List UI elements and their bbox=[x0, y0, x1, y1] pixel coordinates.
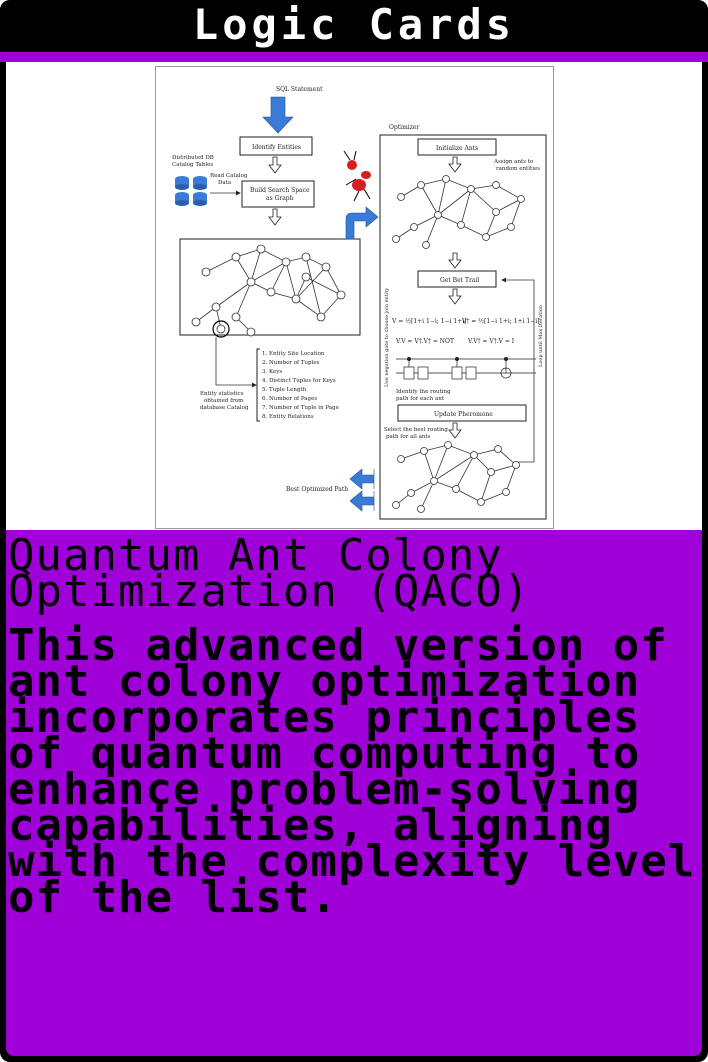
initialize-ants-label: Initialize Ants bbox=[436, 145, 478, 152]
entity-stats-label-2: obtained from bbox=[204, 398, 244, 404]
down-arrow-icon bbox=[448, 288, 462, 305]
bracket bbox=[256, 348, 260, 422]
read-catalog-label-1: Read Catalog bbox=[210, 173, 248, 179]
final-graph-nodes bbox=[392, 441, 520, 513]
card-header: Logic Cards bbox=[0, 0, 708, 52]
assign-ants-label-1: Assign ants to bbox=[493, 159, 534, 165]
get-best-trail-label: Get Bet Trail bbox=[440, 277, 479, 284]
blue-left-arrow-icon bbox=[349, 468, 375, 490]
initialize-ants-box bbox=[417, 138, 497, 156]
description-panel bbox=[6, 530, 702, 1056]
card-description: This advanced version of ant colony opti… bbox=[8, 620, 696, 923]
identify-entities-box bbox=[239, 136, 313, 156]
select-best-label-2: path for all ants bbox=[386, 434, 431, 440]
best-optimized-path-label: Best Optimized Path bbox=[286, 486, 348, 493]
ant-icon bbox=[343, 150, 371, 202]
assign-ants-label-2: random entities bbox=[496, 166, 540, 172]
stats-item: 5. Tuple Length bbox=[262, 387, 307, 393]
down-arrow-icon bbox=[448, 422, 462, 439]
diagram-figure: SQL Statement Identify Entities Distribu… bbox=[155, 66, 554, 529]
gate-equation-right: V.V† = V†.V = I bbox=[467, 338, 515, 345]
update-pheromone-box bbox=[397, 404, 527, 422]
blue-right-arrow-icon bbox=[345, 206, 379, 240]
quantum-circuit-icons bbox=[396, 357, 536, 380]
identify-routing-label-2: path for each ant bbox=[396, 396, 445, 402]
stats-item: 4. Distinct Tuples for Keys bbox=[262, 378, 336, 384]
stats-item: 6. Number of Pages bbox=[262, 396, 317, 402]
matrix-v: V = ½[1+i 1−i; 1−i 1+i] bbox=[391, 318, 466, 325]
matrix-v-dagger: V† = ½[1−i 1+i; 1+i 1−i] bbox=[461, 318, 539, 325]
header-title: Logic Cards bbox=[192, 0, 516, 49]
build-search-label-1: Build Search Space bbox=[250, 187, 310, 194]
loop-arrow bbox=[501, 277, 535, 463]
stats-item: 2. Number of Tuples bbox=[262, 360, 320, 366]
stats-item: 3. Keys bbox=[262, 369, 282, 375]
graph-nodes bbox=[191, 244, 346, 337]
qaco-flow-diagram: SQL Statement Identify Entities Distribu… bbox=[172, 86, 547, 520]
database-cylinders-icon bbox=[175, 176, 207, 206]
get-best-trail-box bbox=[417, 270, 497, 288]
optimizer-label: Optimizer bbox=[389, 124, 419, 131]
select-best-label-1: Select the best routing bbox=[384, 427, 448, 433]
entity-stats-label-3: database Catalog bbox=[200, 405, 249, 411]
distributed-db-label-1: Distributed DB bbox=[172, 155, 214, 161]
down-arrow-icon bbox=[268, 156, 282, 174]
down-arrow-icon bbox=[448, 156, 462, 173]
update-pheromone-label: Update Pheromone bbox=[434, 411, 493, 418]
card-title: Quantum Ant Colony Optimization (QACO) bbox=[8, 530, 531, 617]
stats-item: 1. Entity Site Location bbox=[262, 351, 325, 357]
blue-left-arrow-icon bbox=[349, 490, 375, 512]
optimizer-panel bbox=[379, 134, 547, 520]
search-space-graph bbox=[179, 238, 361, 336]
accent-band bbox=[0, 52, 708, 62]
gate-equation-left: V.V = V†.V† = NOT bbox=[395, 338, 454, 345]
stats-item: 7. Number of Tuple in Page bbox=[262, 405, 339, 411]
stats-item: 8. Entity Relations bbox=[262, 414, 314, 420]
optimizer-graph-nodes bbox=[392, 175, 525, 249]
build-search-label-2: as Graph bbox=[266, 195, 294, 202]
down-arrow-icon bbox=[448, 252, 462, 269]
blue-down-arrow-icon bbox=[262, 96, 294, 134]
entity-stats-label-1: Entity statistics bbox=[200, 391, 244, 397]
highlighted-node-circle bbox=[212, 320, 230, 338]
sql-statement-label: SQL Statement bbox=[276, 86, 323, 93]
build-search-space-box bbox=[241, 180, 315, 208]
negation-gate-side-label: Use negation gate to choose join entity bbox=[384, 288, 390, 387]
distributed-db-label-2: Catalog Tables bbox=[172, 162, 213, 168]
identify-entities-label: Identify Entities bbox=[252, 144, 301, 151]
read-catalog-label-2: Data bbox=[218, 180, 232, 186]
loop-side-label: Loop until Max Iteration bbox=[538, 304, 544, 367]
down-arrow-icon bbox=[268, 208, 282, 226]
identify-routing-label-1: Identify the routing bbox=[396, 389, 451, 395]
